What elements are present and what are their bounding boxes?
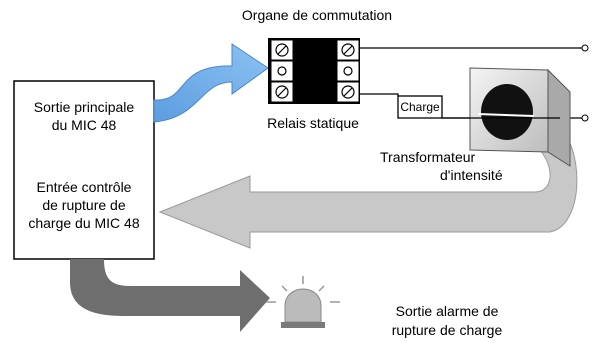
current-transformer [469, 67, 571, 167]
charge-label: Charge [400, 100, 440, 114]
alarm-output-line1: Sortie alarme de [395, 303, 499, 319]
control-input-line1: Entrée contrôle [36, 179, 132, 195]
main-output-arrow [153, 43, 269, 123]
terminal-bottom [581, 114, 589, 122]
mic48-box [13, 80, 155, 260]
control-input-line2: de rupture de [42, 197, 126, 213]
warning-beacon-icon [266, 276, 340, 328]
control-input-line3: charge du MIC 48 [28, 215, 140, 231]
alarm-output-line2: rupture de charge [391, 322, 503, 338]
alarm-arrow [70, 259, 270, 332]
main-output-line2: du MIC 48 [51, 117, 117, 133]
charge-box [397, 95, 443, 119]
switching-organ-label: Organe de commutation [241, 7, 393, 23]
return-arrow [158, 121, 578, 249]
screw-terminal-icon [275, 43, 355, 99]
transformer-label-line1: Transformateur [380, 149, 476, 165]
terminal-top [581, 44, 589, 52]
transformer-label-line2: d'intensité [440, 167, 503, 183]
static-relay-label: Relais statique [267, 115, 359, 131]
main-output-line1: Sortie principale [33, 99, 135, 115]
